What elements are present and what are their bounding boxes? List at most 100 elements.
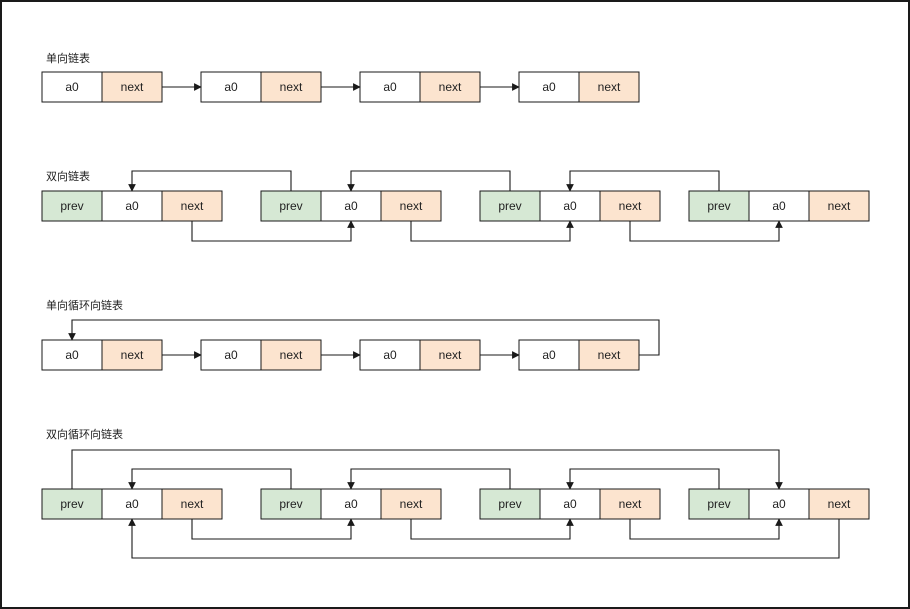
circular-singly-list-title: 单向循环向链表 — [46, 298, 123, 312]
circular-singly-node-2-data-cell-label: a0 — [224, 348, 238, 362]
singly-node-1-next-cell-label: next — [121, 80, 144, 94]
circular-doubly-node-2-prev-cell-label: prev — [279, 497, 302, 511]
singly-node-2-data-cell-label: a0 — [224, 80, 238, 94]
singly-node-3-data-cell-label: a0 — [383, 80, 397, 94]
circular-doubly-node-2-data-cell: a0 — [320, 488, 382, 520]
circular-doubly-node-3-next-cell: next — [599, 488, 661, 520]
circular-doubly-node-1-data-cell: a0 — [101, 488, 163, 520]
doubly-list-title: 双向链表 — [46, 169, 90, 183]
circular-singly-node-2-data-cell: a0 — [200, 339, 262, 371]
circular-doubly-node-4-prev-cell: prev — [688, 488, 750, 520]
doubly-next-arrow-2 — [410, 220, 574, 242]
singly-node-1-next-cell: next — [101, 71, 163, 103]
circular-doubly-node-4-data-cell: a0 — [748, 488, 810, 520]
circular-singly-node-3-next-cell-label: next — [439, 348, 462, 362]
doubly-node-4-prev-cell: prev — [688, 190, 750, 222]
singly-node-1-data-cell: a0 — [41, 71, 103, 103]
circular-singly-node-3-data-cell-label: a0 — [383, 348, 397, 362]
circular-doubly-node-1-data-cell-label: a0 — [125, 497, 139, 511]
singly-node-4-data-cell: a0 — [518, 71, 580, 103]
circular-doubly-node-4-next-cell-label: next — [828, 497, 851, 511]
doubly-node-2-next-cell-label: next — [400, 199, 423, 213]
circular-doubly-list-title: 双向循环向链表 — [46, 427, 123, 441]
links-layer — [68, 83, 840, 559]
watermark-text: 掘金技术社区 @ okie — [656, 565, 860, 589]
doubly-node-2-data-cell-label: a0 — [344, 199, 358, 213]
singly-node-2-next-cell: next — [260, 71, 322, 103]
circular-doubly-node-3-data-cell: a0 — [539, 488, 601, 520]
circular-doubly-prev-arrow-1 — [128, 468, 292, 490]
circular-doubly-prev-arrow-3 — [566, 468, 720, 490]
doubly-node-1-prev-cell-label: prev — [60, 199, 83, 213]
doubly-node-4-next-cell: next — [808, 190, 870, 222]
doubly-node-3-prev-cell-label: prev — [498, 199, 521, 213]
circular-singly-node-1-data-cell-label: a0 — [65, 348, 79, 362]
circular-doubly-node-3-prev-cell-label: prev — [498, 497, 521, 511]
circular-doubly-next-arrow-2 — [410, 518, 574, 540]
circular-singly-node-2-next-cell: next — [260, 339, 322, 371]
circular-doubly-prev-arrow-2 — [347, 468, 511, 490]
circular-singly-node-1-next-cell: next — [101, 339, 163, 371]
circular-doubly-node-1-prev-cell-label: prev — [60, 497, 83, 511]
singly-node-4-next-cell-label: next — [598, 80, 621, 94]
circular-doubly-node-2-prev-cell: prev — [260, 488, 322, 520]
circular-singly-node-4-next-cell-label: next — [598, 348, 621, 362]
doubly-next-arrow-1 — [191, 220, 355, 242]
doubly-node-3-next-cell-label: next — [619, 199, 642, 213]
doubly-node-3-prev-cell: prev — [479, 190, 541, 222]
circular-doubly-node-4-prev-cell-label: prev — [707, 497, 730, 511]
singly-node-2-next-cell-label: next — [280, 80, 303, 94]
circular-doubly-node-1-next-cell-label: next — [181, 497, 204, 511]
doubly-node-1-next-cell: next — [161, 190, 223, 222]
doubly-node-4-data-cell-label: a0 — [772, 199, 786, 213]
circular-doubly-next-arrow-3 — [629, 518, 783, 540]
doubly-node-3-next-cell: next — [599, 190, 661, 222]
circular-doubly-next-arrow-1 — [191, 518, 355, 540]
circular-doubly-head-prev-wrap-arrow — [71, 449, 783, 490]
circular-singly-node-4-data-cell-label: a0 — [542, 348, 556, 362]
doubly-prev-arrow-2 — [347, 170, 511, 192]
nodes-layer: a0 next a0 next a0 next a0 next prev a0 next prev a0… — [41, 71, 870, 520]
circular-doubly-node-4-data-cell-label: a0 — [772, 497, 786, 511]
singly-list-title: 单向链表 — [46, 51, 90, 65]
singly-node-3-data-cell: a0 — [359, 71, 421, 103]
doubly-node-2-data-cell: a0 — [320, 190, 382, 222]
doubly-node-4-next-cell-label: next — [828, 199, 851, 213]
doubly-node-1-prev-cell: prev — [41, 190, 103, 222]
circular-singly-node-4-data-cell: a0 — [518, 339, 580, 371]
doubly-node-2-prev-cell: prev — [260, 190, 322, 222]
circular-doubly-node-4-next-cell: next — [808, 488, 870, 520]
circular-singly-node-3-next-cell: next — [419, 339, 481, 371]
doubly-node-1-data-cell: a0 — [101, 190, 163, 222]
circular-doubly-node-1-next-cell: next — [161, 488, 223, 520]
doubly-prev-arrow-1 — [128, 170, 292, 192]
circular-doubly-node-3-next-cell-label: next — [619, 497, 642, 511]
doubly-next-arrow-3 — [629, 220, 783, 242]
circular-doubly-node-3-data-cell-label: a0 — [563, 497, 577, 511]
doubly-node-3-data-cell-label: a0 — [563, 199, 577, 213]
circular-singly-node-4-next-cell: next — [578, 339, 640, 371]
circular-singly-wrap-arrow — [68, 319, 660, 356]
circular-doubly-node-2-next-cell-label: next — [400, 497, 423, 511]
doubly-prev-arrow-3 — [566, 170, 720, 192]
circular-singly-node-1-data-cell: a0 — [41, 339, 103, 371]
circular-singly-node-3-data-cell: a0 — [359, 339, 421, 371]
circular-singly-node-1-next-cell-label: next — [121, 348, 144, 362]
singly-node-2-data-cell: a0 — [200, 71, 262, 103]
circular-doubly-node-2-next-cell: next — [380, 488, 442, 520]
doubly-node-2-next-cell: next — [380, 190, 442, 222]
doubly-node-1-data-cell-label: a0 — [125, 199, 139, 213]
doubly-node-3-data-cell: a0 — [539, 190, 601, 222]
singly-node-4-next-cell: next — [578, 71, 640, 103]
singly-node-3-next-cell: next — [419, 71, 481, 103]
doubly-node-4-data-cell: a0 — [748, 190, 810, 222]
singly-node-4-data-cell-label: a0 — [542, 80, 556, 94]
singly-node-3-next-cell-label: next — [439, 80, 462, 94]
circular-doubly-node-1-prev-cell: prev — [41, 488, 103, 520]
doubly-node-2-prev-cell-label: prev — [279, 199, 302, 213]
circular-singly-node-2-next-cell-label: next — [280, 348, 303, 362]
doubly-node-4-prev-cell-label: prev — [707, 199, 730, 213]
doubly-node-1-next-cell-label: next — [181, 199, 204, 213]
circular-doubly-node-2-data-cell-label: a0 — [344, 497, 358, 511]
